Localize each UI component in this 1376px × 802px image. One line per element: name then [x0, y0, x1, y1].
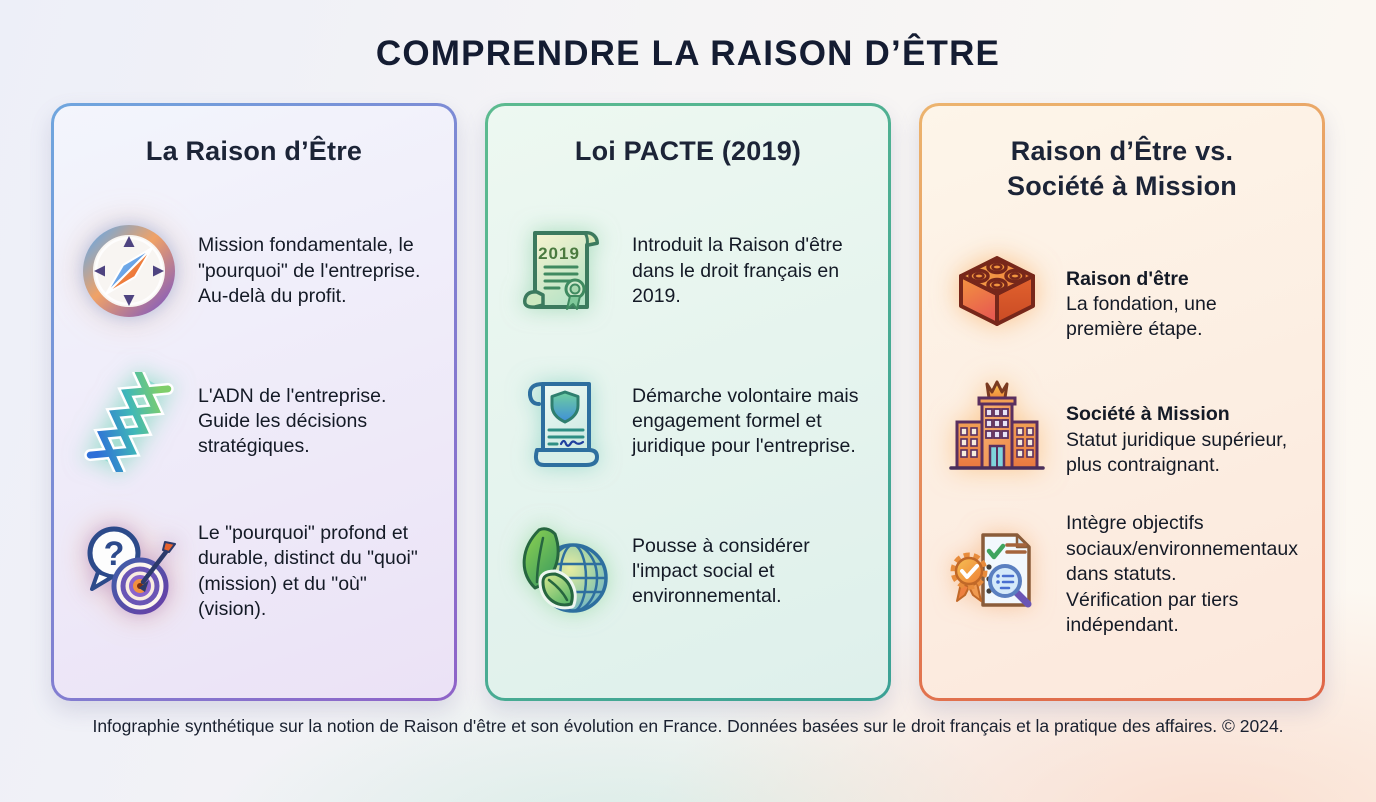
leaf-globe-icon — [522, 527, 608, 613]
dna-icon — [84, 371, 174, 472]
icon-box — [78, 219, 180, 323]
item-text: Introduit la Raison d'être dans le droit… — [632, 234, 843, 307]
card-loi-pacte: Loi PACTE (2019) — [485, 103, 891, 701]
icon-box — [946, 240, 1048, 344]
card-rows: Mission fondamentale, le "pourquoi" de l… — [78, 173, 430, 670]
list-item: ? Le "pourquoi" profond et durable, dist… — [78, 520, 430, 624]
list-item: Démarche volontaire mais engagement form… — [512, 370, 864, 474]
icon-box: 2019 — [512, 219, 614, 323]
item-text: L'ADN de l'entreprise. Guide les décisio… — [198, 384, 387, 458]
card-raison-vs-mission-body: Raison d’Être vs. Société à Mission — [922, 106, 1322, 698]
item-body: La fondation, une première étape. — [1066, 292, 1217, 341]
card-raison-vs-mission: Raison d’Être vs. Société à Mission — [919, 103, 1325, 701]
card-title: Loi PACTE (2019) — [574, 136, 802, 166]
icon-box — [512, 520, 614, 624]
card-loi-pacte-body: Loi PACTE (2019) — [488, 106, 888, 698]
footer-note: Infographie synthétique sur la notion de… — [92, 716, 1284, 736]
document-shield-icon — [527, 381, 599, 467]
card-raison-detre: La Raison d’Être — [51, 103, 457, 701]
lego-brick-icon — [959, 255, 1035, 326]
question-glyph: ? — [104, 535, 125, 573]
list-item: L'ADN de l'entreprise. Guide les décisio… — [78, 370, 430, 474]
building-crown-icon — [949, 380, 1045, 470]
item-bold-label: Société à Mission — [1066, 403, 1230, 426]
question-target-icon: ? — [87, 526, 176, 615]
icon-box — [946, 523, 1048, 627]
item-body: Statut juridique supérieur, plus contrai… — [1066, 428, 1288, 477]
item-text: Intègre objectifs sociaux/environnementa… — [1066, 512, 1298, 636]
list-item: Intègre objectifs sociaux/environnementa… — [946, 511, 1298, 638]
icon-box — [512, 370, 614, 474]
item-bold-label: Raison d'être — [1066, 267, 1189, 290]
certificate-magnifier-icon — [950, 533, 1032, 608]
scroll-year-label: 2019 — [538, 244, 580, 263]
item-text: Pousse à considérer l'impact social et e… — [632, 534, 810, 608]
cards-container: La Raison d’Être — [0, 103, 1376, 701]
item-text: Le "pourquoi" profond et durable, distin… — [198, 522, 418, 621]
card-title: Raison d’Être vs. Société à Mission — [1007, 136, 1237, 202]
scroll-2019-icon: 2019 — [522, 231, 599, 311]
card-rows: 2019 Introduit la Raiso — [512, 173, 864, 670]
icon-box — [78, 370, 180, 474]
icon-box: ? — [78, 520, 180, 624]
card-title: La Raison d’Être — [145, 136, 363, 166]
compass-icon — [83, 225, 175, 318]
page-title: COMPRENDRE LA RAISON D’ÊTRE — [375, 34, 1001, 73]
list-item: Pousse à considérer l'impact social et e… — [512, 520, 864, 624]
card-raison-detre-body: La Raison d’Être — [54, 106, 454, 698]
icon-box — [946, 376, 1048, 480]
list-item: Mission fondamentale, le "pourquoi" de l… — [78, 219, 430, 323]
item-text: Mission fondamentale, le "pourquoi" de l… — [198, 234, 421, 307]
item-text: Démarche volontaire mais engagement form… — [632, 384, 859, 458]
list-item: 2019 Introduit la Raiso — [512, 219, 864, 323]
